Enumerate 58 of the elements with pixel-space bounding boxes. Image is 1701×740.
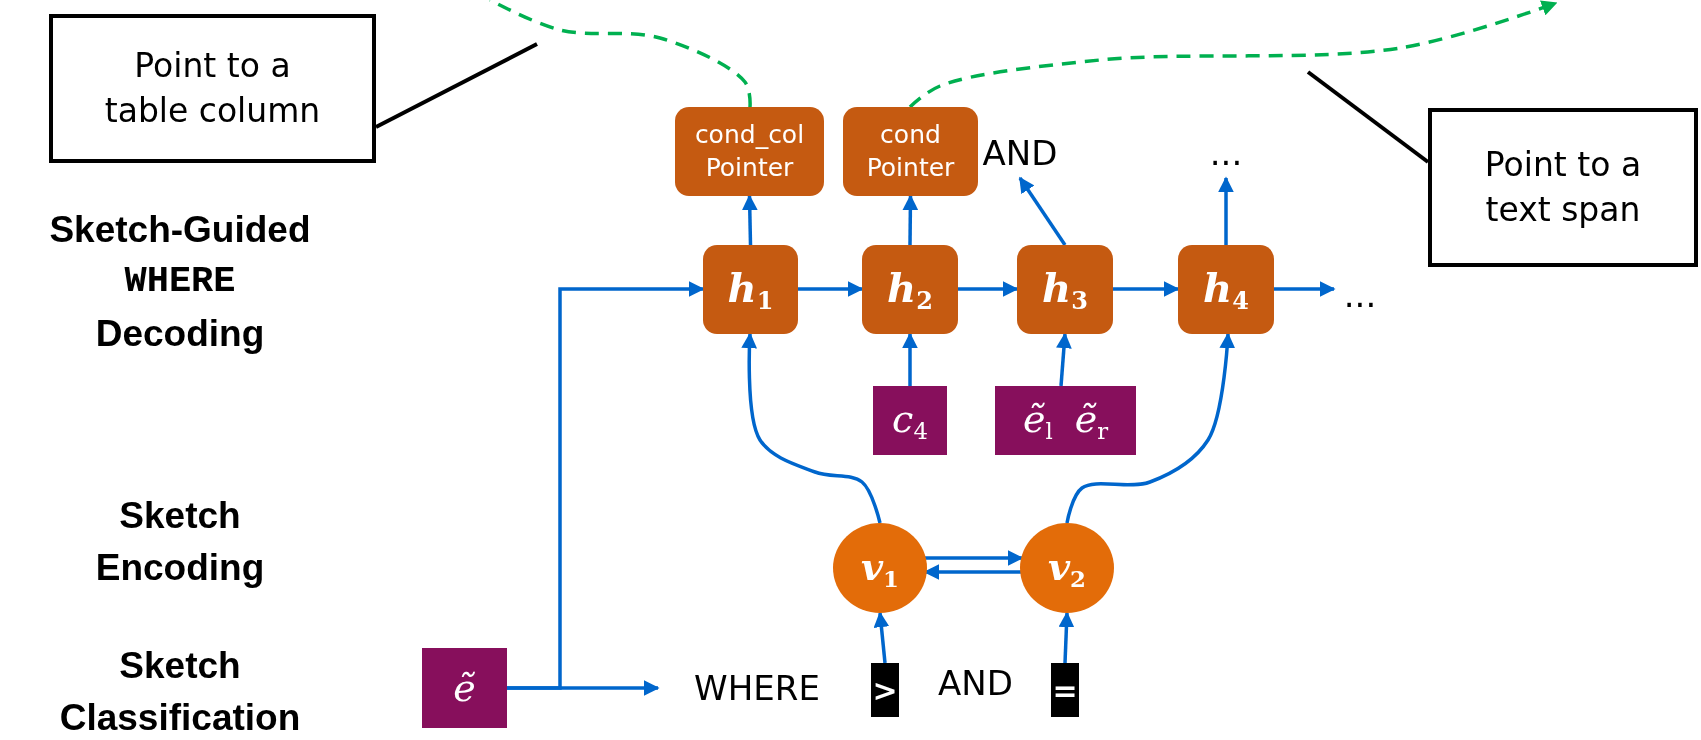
arrow bbox=[902, 194, 919, 245]
arrow bbox=[741, 332, 882, 524]
hidden-state-box bbox=[703, 245, 798, 334]
pointer-box bbox=[675, 107, 824, 196]
arrow bbox=[1018, 176, 1067, 246]
arrow bbox=[1065, 332, 1236, 524]
pointer-label: cond Pointer bbox=[865, 119, 956, 184]
pointer-box bbox=[843, 107, 978, 196]
output-token: ... bbox=[1334, 272, 1386, 317]
output-token: AND bbox=[975, 128, 1065, 178]
callout-text: Point to a table column bbox=[103, 44, 322, 132]
output-token: WHERE bbox=[662, 662, 852, 714]
arrow bbox=[1113, 281, 1180, 297]
arrow bbox=[1056, 332, 1072, 387]
operator-symbol: > bbox=[872, 672, 898, 708]
pointer-arrow bbox=[908, 0, 1558, 109]
math-label: v$_{1}$ bbox=[861, 544, 899, 592]
row-label: Sketch Classification bbox=[58, 644, 302, 740]
math-label: h$_{2}$ bbox=[887, 263, 933, 316]
embedding-box bbox=[873, 386, 947, 455]
arrow bbox=[1274, 281, 1336, 297]
callout-box bbox=[49, 14, 376, 163]
arrow bbox=[958, 281, 1019, 297]
operator-box bbox=[1051, 663, 1079, 717]
output-token: ... bbox=[1200, 128, 1252, 178]
math-label: ẽ$_{r}$ bbox=[1074, 397, 1109, 444]
math-label: h$_{1}$ bbox=[727, 263, 774, 316]
row-label: Sketch Encoding bbox=[94, 494, 266, 590]
sketch-token: AND bbox=[937, 662, 1014, 705]
arrow bbox=[1058, 611, 1075, 664]
arrow bbox=[902, 332, 918, 386]
arrow bbox=[925, 550, 1024, 566]
pointer-label: cond_col Pointer bbox=[693, 119, 806, 184]
arrow bbox=[798, 281, 864, 297]
operator-symbol: = bbox=[1052, 672, 1078, 708]
math-label: ẽ$_{l}$ bbox=[1022, 397, 1053, 444]
row-label: Sketch-Guided bbox=[48, 208, 312, 252]
row-label: WHERE bbox=[123, 259, 237, 304]
callout-text: Point to a text span bbox=[1483, 143, 1643, 231]
embedding-box bbox=[995, 386, 1136, 455]
arrow bbox=[741, 194, 758, 246]
arrow bbox=[1218, 176, 1234, 245]
arrow bbox=[507, 680, 660, 696]
math-label: c$_{4}$ bbox=[892, 397, 928, 444]
leader-line bbox=[1306, 70, 1430, 164]
math-label: h$_{3}$ bbox=[1042, 263, 1088, 316]
leader-line bbox=[375, 42, 538, 129]
row-label: Decoding bbox=[94, 312, 266, 356]
math-label: h$_{4}$ bbox=[1203, 263, 1249, 316]
arrow bbox=[873, 611, 890, 664]
embedding-box bbox=[422, 648, 507, 728]
operator-box bbox=[871, 663, 899, 717]
hidden-state-box bbox=[1178, 245, 1274, 334]
math-label: v$_{2}$ bbox=[1048, 544, 1086, 592]
callout-box bbox=[1428, 108, 1698, 267]
hidden-state-box bbox=[1017, 245, 1113, 334]
math-label: ẽ bbox=[453, 666, 476, 710]
hidden-state-box bbox=[862, 245, 958, 334]
